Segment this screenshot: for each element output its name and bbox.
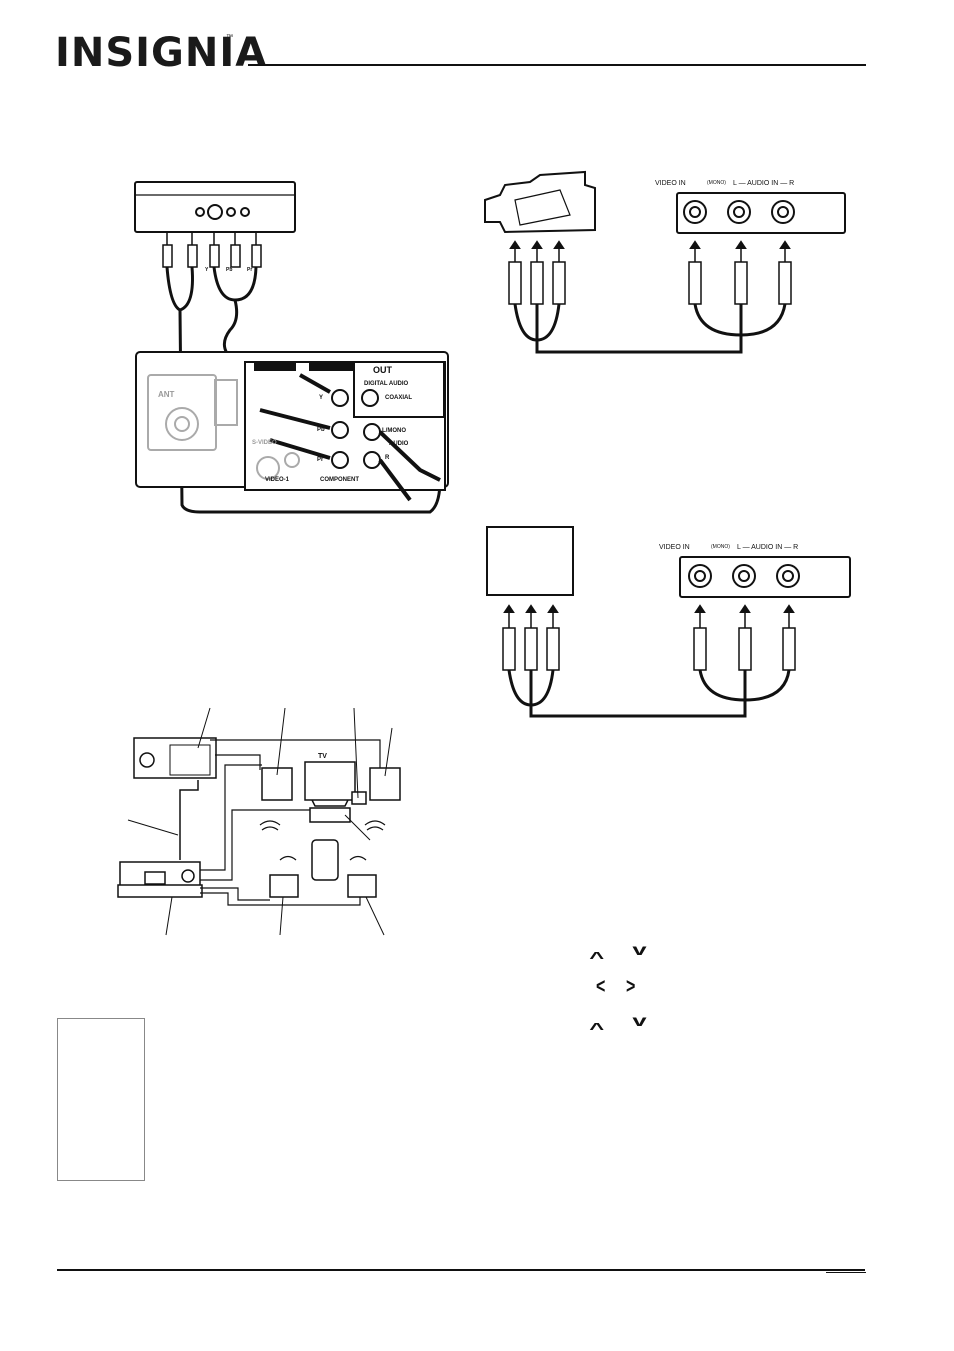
svideo-label: S-VIDEO xyxy=(252,440,277,446)
pr-jack-label: Pr xyxy=(317,457,324,463)
coaxial-label: COAXIAL xyxy=(385,395,412,401)
center-speaker xyxy=(309,807,351,823)
video1-label: VIDEO-1 xyxy=(265,477,290,483)
pb-jack-label: Pb xyxy=(317,427,325,433)
trademark-symbol: ™ xyxy=(226,34,233,41)
left-arrow-icon: < xyxy=(596,976,606,999)
tv-label: TV xyxy=(318,753,327,760)
source-y-label: Y xyxy=(205,267,209,273)
mono-label-2: (MONO) xyxy=(711,544,730,550)
video-in-label-2: VIDEO IN xyxy=(659,544,690,551)
lmono-label: L/MONO xyxy=(382,428,406,434)
source-pb-label: Pb xyxy=(226,267,233,273)
component-label: COMPONENT xyxy=(320,477,359,483)
audio-in-label-1: L — AUDIO IN — R xyxy=(733,180,795,187)
up-arrow-icon: ^ xyxy=(589,950,605,967)
footer-rule-short xyxy=(826,1272,866,1273)
down-arrow-icon-2: v xyxy=(632,1013,647,1030)
source-pr-label: Pr xyxy=(247,267,253,273)
tv xyxy=(304,761,356,807)
ant-label: ANT xyxy=(158,390,175,399)
brand-logo: INSIGNIA xyxy=(55,30,268,76)
header-rule xyxy=(248,64,866,66)
note-box xyxy=(57,1018,145,1181)
down-arrow-icon: v xyxy=(632,942,647,959)
panel-out-label: OUT xyxy=(373,365,392,375)
tv-input-panel-2 xyxy=(679,556,851,598)
audio-label: AUDIO xyxy=(389,441,409,447)
video-in-label-1: VIDEO IN xyxy=(655,180,686,187)
tv-input-panel-1 xyxy=(676,192,846,234)
footer-rule xyxy=(57,1269,865,1271)
r-label: R xyxy=(385,455,390,461)
y-jack-label: Y xyxy=(319,395,324,401)
audio-in-label-2: L — AUDIO IN — R xyxy=(737,544,799,551)
subwoofer-listener xyxy=(311,839,339,881)
camcorder xyxy=(484,170,596,234)
external-device xyxy=(486,526,574,596)
rear-left-speaker xyxy=(269,874,299,898)
digital-audio-label: DIGITAL AUDIO xyxy=(364,381,409,387)
up-arrow-icon-2: ^ xyxy=(589,1021,605,1038)
rear-right-speaker xyxy=(347,874,377,898)
right-arrow-icon: > xyxy=(626,976,636,999)
mono-label-1: (MONO) xyxy=(707,180,726,186)
